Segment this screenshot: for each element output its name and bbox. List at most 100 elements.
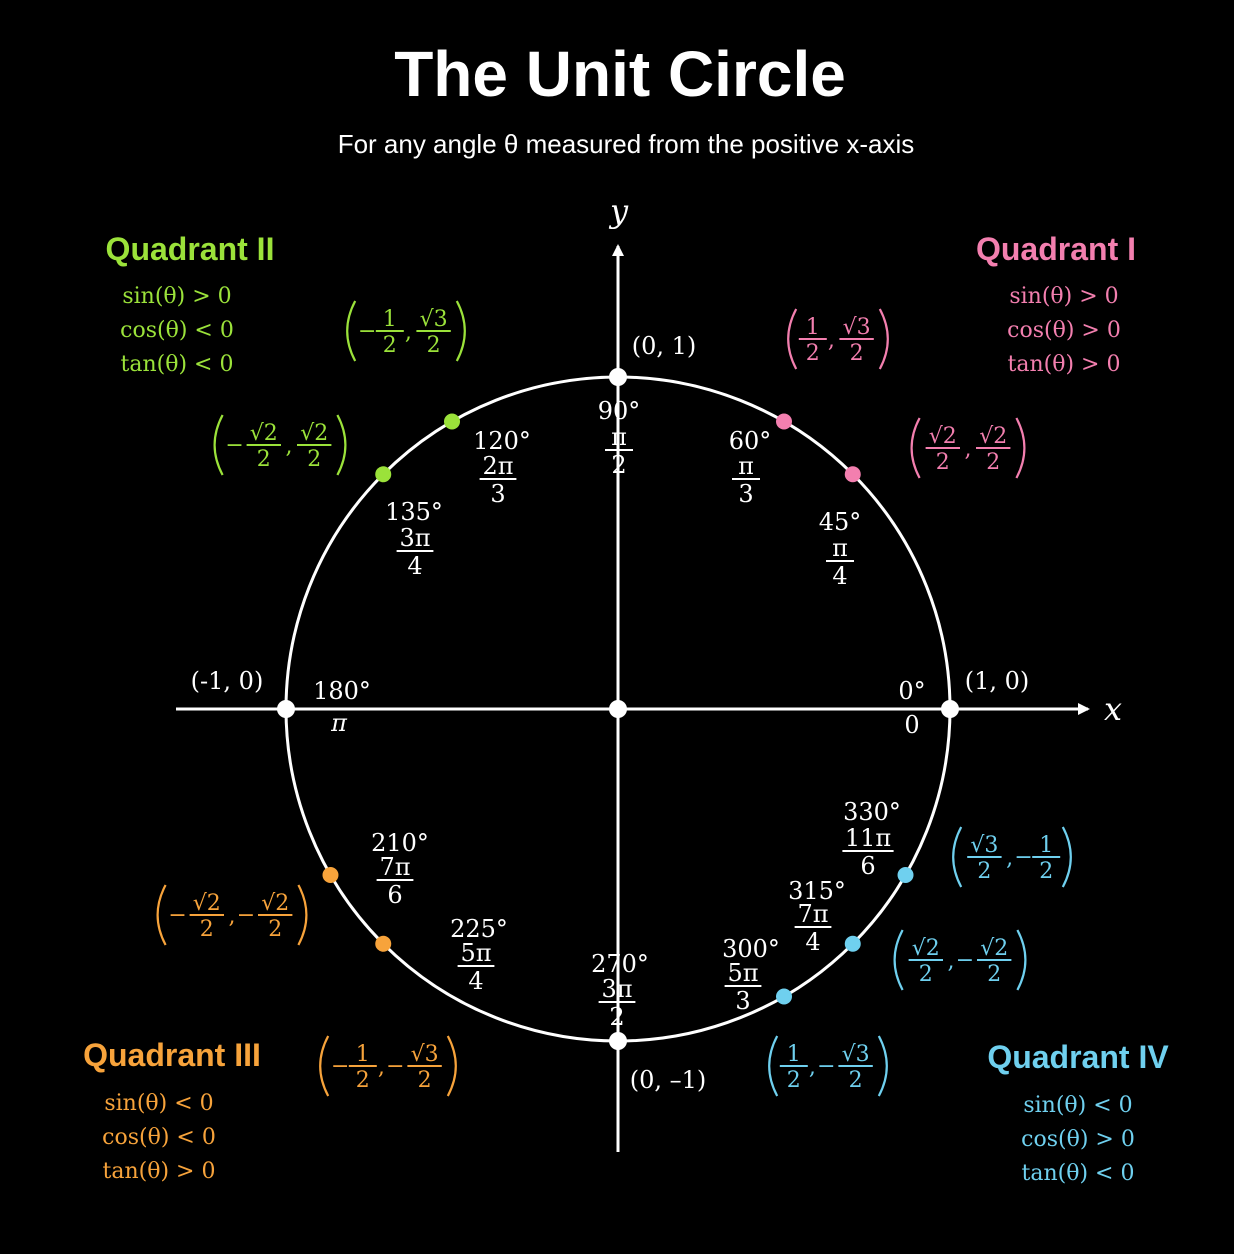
- y-fraction: √32: [838, 1042, 873, 1093]
- angle-point-120: 120°2π3−12,√32: [346, 300, 531, 508]
- quadrant-title: Quadrant I: [976, 231, 1136, 267]
- quadrant-title: Quadrant IV: [987, 1039, 1169, 1075]
- point-marker: [776, 413, 792, 430]
- fraction-denominator: 2: [200, 917, 214, 942]
- degree-label: 90°: [598, 397, 641, 425]
- y-fraction: √22: [976, 424, 1011, 475]
- axis-point-marker: [609, 1032, 627, 1050]
- fraction-denominator: 2: [806, 341, 820, 366]
- open-paren: [213, 414, 224, 476]
- fraction-denominator: 4: [407, 552, 422, 580]
- axis-point-marker: [941, 700, 959, 718]
- degree-label: 210°: [371, 829, 429, 857]
- degree-label: 60°: [729, 427, 772, 455]
- fraction-denominator: 3: [490, 480, 505, 508]
- y-axis-label: y: [608, 192, 629, 230]
- close-paren: [446, 1035, 457, 1097]
- comma: ,: [378, 1055, 385, 1080]
- coordinate-label: (0, –1): [630, 1066, 707, 1094]
- close-paren: [1061, 826, 1072, 888]
- axis-point-270: 270°3π2(0, –1): [591, 950, 706, 1094]
- open-paren: [893, 929, 904, 991]
- fraction-numerator: √3: [420, 307, 448, 332]
- fraction-numerator: π: [832, 534, 848, 562]
- point-marker: [375, 935, 392, 952]
- sign-rule: sin(θ) < 0: [1023, 1093, 1132, 1118]
- comma: ,: [965, 437, 972, 462]
- angle-point-135: 135°3π4−√22,√22: [213, 414, 443, 580]
- radian-label: π3: [732, 452, 760, 508]
- axis-point-90: 90°π2(0, 1): [598, 332, 697, 479]
- sign-rule: sin(θ) > 0: [122, 284, 231, 309]
- fraction-denominator: 2: [427, 333, 441, 358]
- fraction-denominator: 6: [860, 852, 875, 880]
- fraction-denominator: 3: [738, 480, 753, 508]
- degree-label: 330°: [843, 798, 901, 826]
- y-fraction: √22: [258, 891, 293, 942]
- fraction-numerator: √2: [250, 421, 278, 446]
- fraction-denominator: 3: [735, 987, 750, 1015]
- y-fraction: √32: [407, 1042, 442, 1093]
- radian-label: π4: [826, 534, 854, 590]
- open-paren: [952, 826, 963, 888]
- sign-rule: sin(θ) > 0: [1009, 284, 1118, 309]
- page-subtitle: For any angle θ measured from the positi…: [338, 129, 915, 159]
- fraction-numerator: 1: [356, 1042, 370, 1067]
- sign-rule: tan(θ) > 0: [1008, 352, 1121, 377]
- x-fraction: 12: [348, 1042, 377, 1093]
- angle-point-225: 225°5π4−12,−√32: [319, 915, 508, 1097]
- close-paren: [1016, 929, 1027, 991]
- fraction-numerator: √2: [912, 936, 940, 961]
- quadrant-title: Quadrant II: [106, 231, 275, 267]
- minus-sign: −: [225, 433, 243, 458]
- fraction-numerator: √2: [261, 891, 289, 916]
- fraction-numerator: π: [611, 423, 627, 451]
- minus-sign: −: [331, 1054, 349, 1079]
- fraction-denominator: 2: [418, 1068, 432, 1093]
- fraction-numerator: 1: [383, 307, 397, 332]
- x-fraction: √22: [189, 891, 224, 942]
- radian-label: 3π4: [396, 524, 434, 580]
- radian-label: 2π3: [479, 452, 517, 508]
- axis-point-180: 180°π(-1, 0): [191, 667, 371, 737]
- radian-label: 3π2: [598, 975, 636, 1031]
- degree-label: 120°: [473, 427, 531, 455]
- minus-sign: −: [956, 948, 974, 973]
- x-fraction: √22: [908, 936, 943, 987]
- fraction-denominator: 2: [936, 450, 950, 475]
- radian-label: 7π6: [376, 853, 414, 909]
- minus-sign: −: [358, 319, 376, 344]
- origin-point: [609, 700, 627, 718]
- radian-label: π: [330, 709, 348, 737]
- comma: ,: [828, 328, 835, 353]
- fraction-denominator: 2: [611, 451, 626, 479]
- sign-rule: cos(θ) > 0: [1007, 318, 1121, 343]
- fraction-numerator: π: [738, 452, 754, 480]
- minus-sign: −: [386, 1054, 404, 1079]
- degree-label: 300°: [722, 935, 780, 963]
- sign-rule: tan(θ) < 0: [121, 352, 234, 377]
- angle-point-315: 315°7π4√22,−√22: [788, 877, 1027, 991]
- angle-point-210: 210°7π6−√22,−√22: [156, 829, 429, 946]
- angle-points-layer: 45°π4√22,√2260°π312,√32120°2π3−12,√32135…: [156, 300, 1072, 1097]
- x-fraction: √22: [925, 424, 960, 475]
- minus-sign: −: [237, 903, 255, 928]
- fraction-denominator: 2: [268, 917, 282, 942]
- fraction-numerator: 2π: [482, 452, 513, 480]
- open-paren: [910, 417, 921, 479]
- fraction-numerator: √2: [193, 891, 221, 916]
- fraction-denominator: 2: [977, 859, 991, 884]
- open-paren: [346, 300, 357, 362]
- close-paren: [1015, 417, 1026, 479]
- quadrant-info-q3: Quadrant III sin(θ) < 0 cos(θ) < 0 tan(θ…: [83, 1037, 261, 1184]
- sign-rule: sin(θ) < 0: [104, 1091, 213, 1116]
- axis-point-marker: [609, 368, 627, 386]
- point-marker: [776, 988, 792, 1005]
- degree-label: 135°: [385, 498, 443, 526]
- fraction-denominator: 2: [919, 962, 933, 987]
- close-paren: [877, 1035, 888, 1097]
